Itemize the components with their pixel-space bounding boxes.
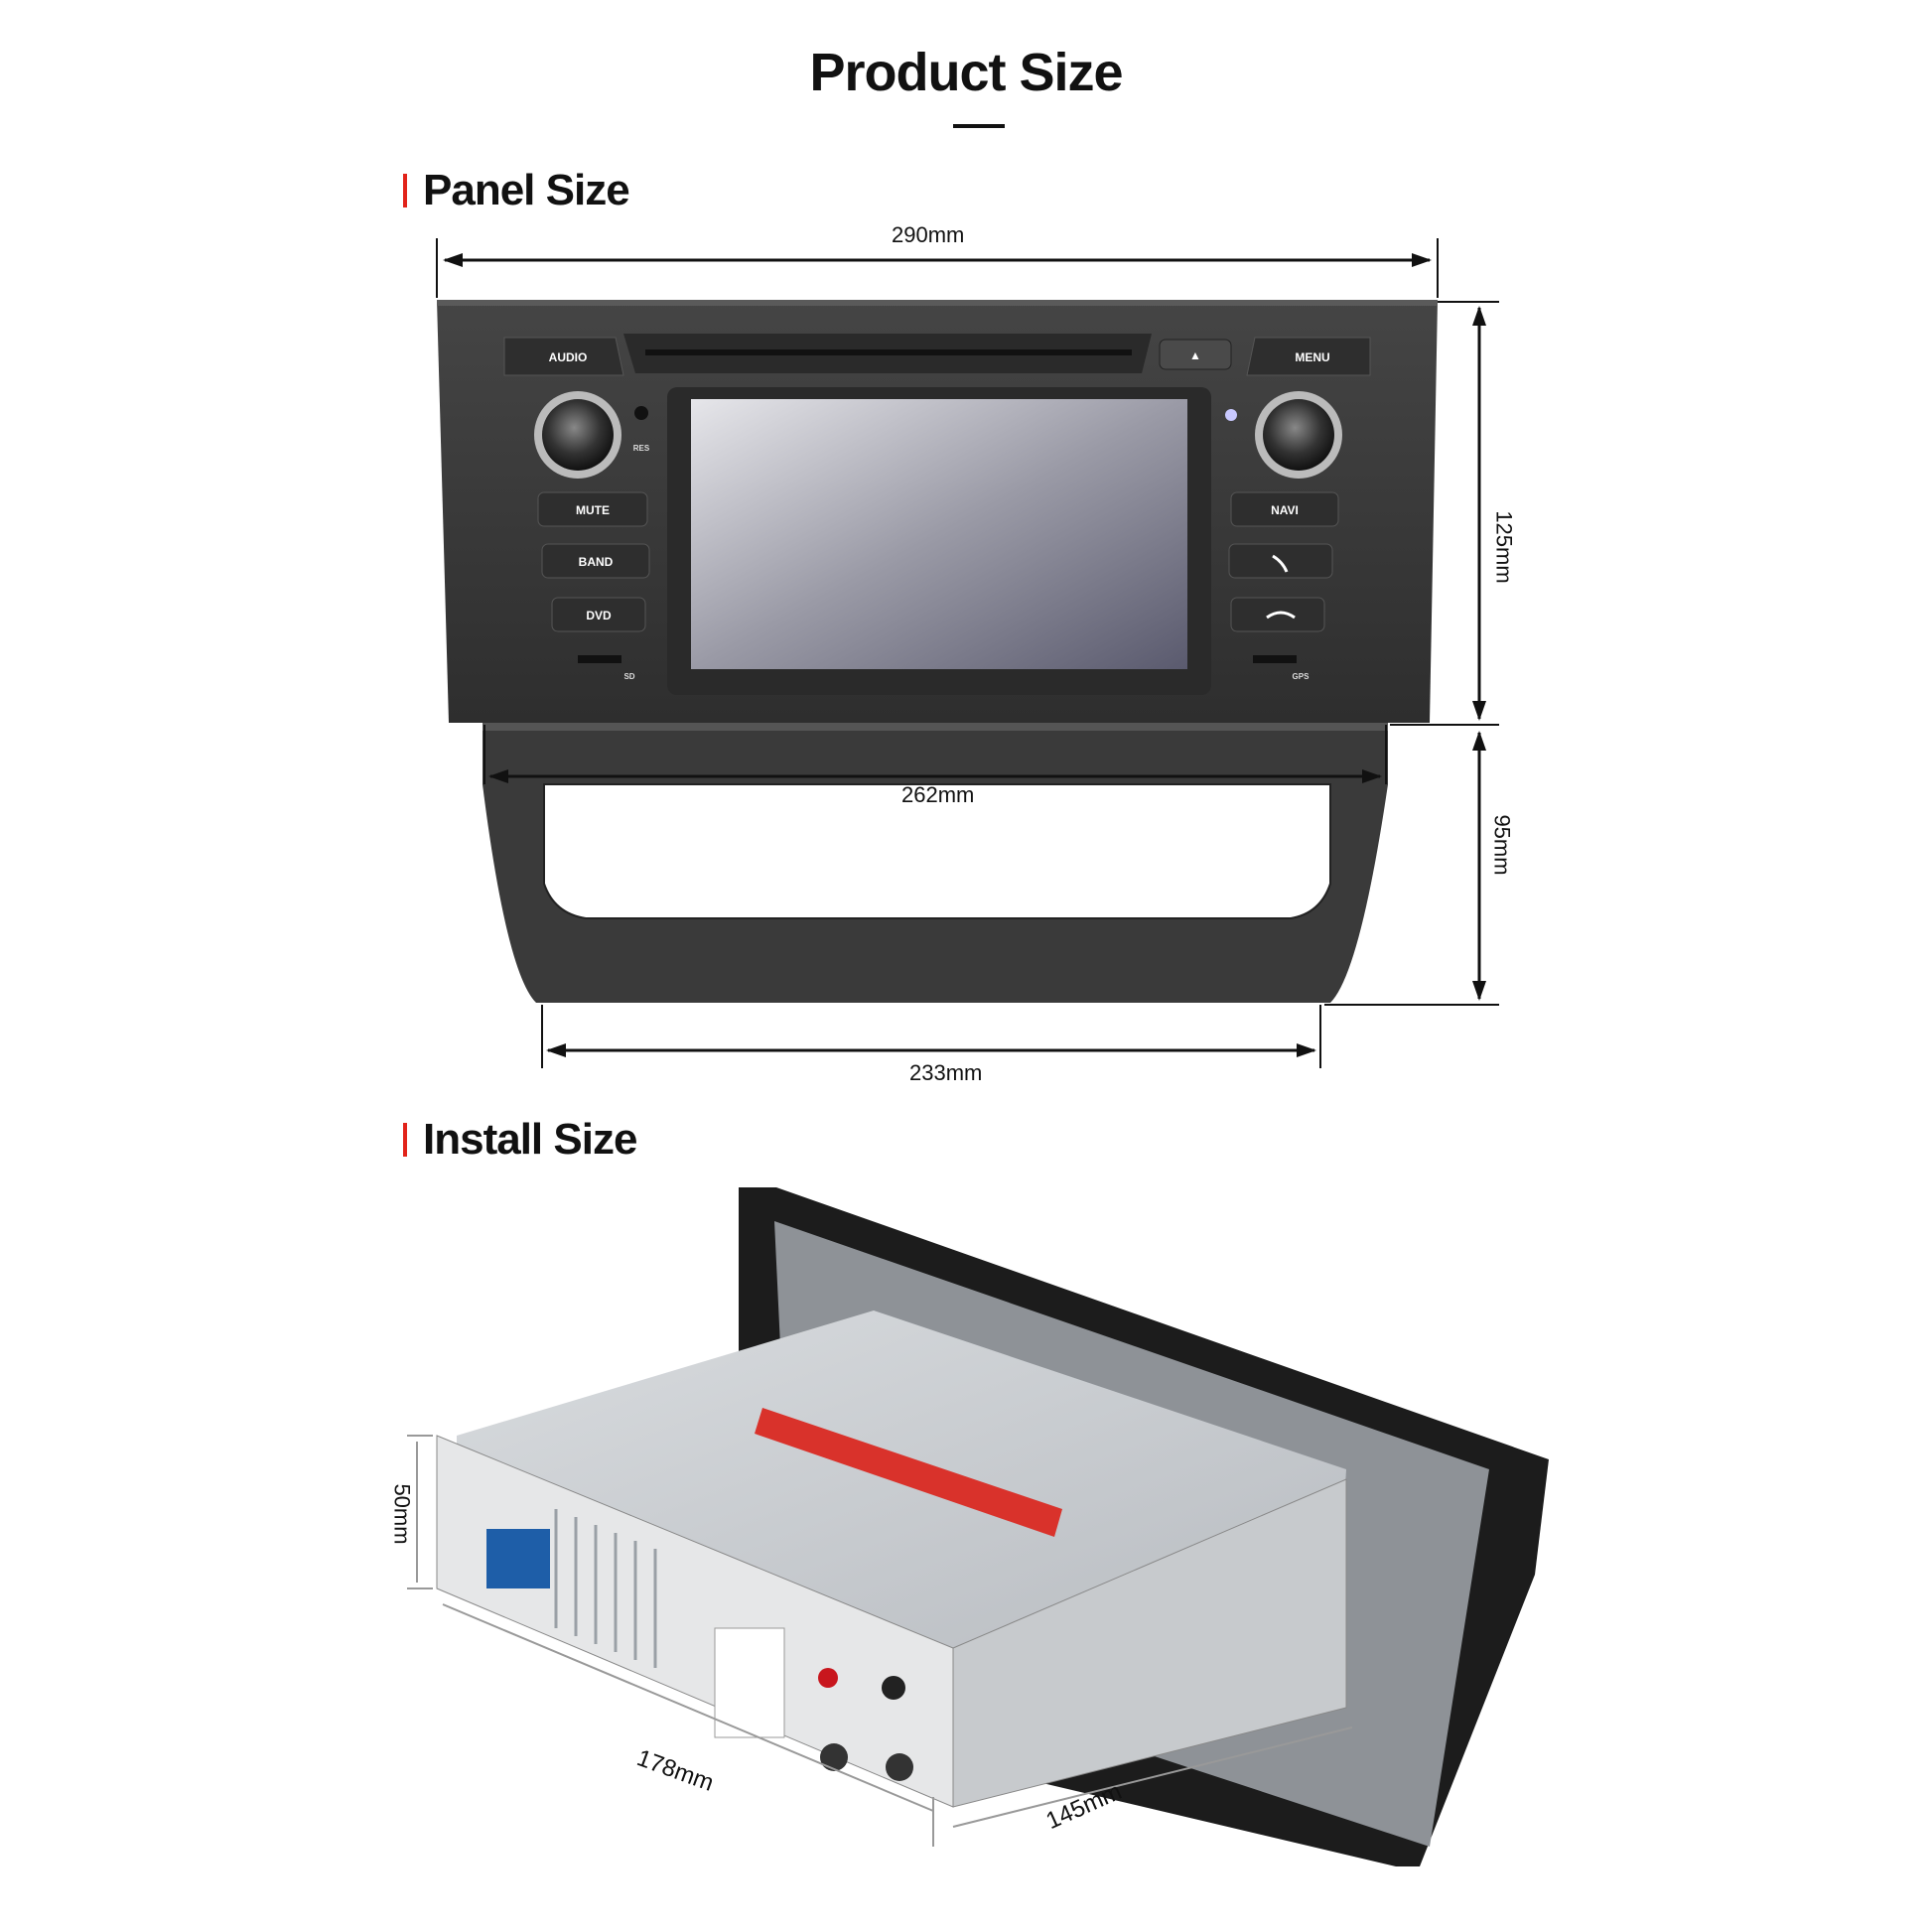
- gps-label: GPS: [1293, 672, 1311, 681]
- dimension-125mm: 125mm: [1491, 510, 1517, 584]
- section-marker: [403, 174, 407, 207]
- volume-knob: [542, 399, 614, 471]
- section-install-size: Install Size: [403, 1115, 637, 1164]
- dimension-262mm: 262mm: [901, 782, 975, 807]
- sd-label: SD: [623, 672, 634, 681]
- dvd-button-label: DVD: [586, 609, 612, 622]
- dimension-95mm: 95mm: [1489, 814, 1515, 876]
- unit-side: [952, 1478, 1347, 1808]
- blue-connector: [486, 1529, 550, 1588]
- menu-button-label: MENU: [1295, 350, 1329, 364]
- title-underline: [953, 124, 1005, 128]
- section-marker: [403, 1123, 407, 1157]
- section-panel-size: Panel Size: [403, 166, 630, 214]
- res-label: RES: [633, 444, 650, 453]
- section-title: Panel Size: [423, 166, 630, 214]
- dimension-290mm: 290mm: [892, 222, 965, 247]
- screen: [691, 399, 1187, 669]
- tune-knob: [1263, 399, 1334, 471]
- warning-label: [755, 1408, 1062, 1537]
- navi-button-label: NAVI: [1271, 503, 1299, 517]
- eject-button-label: ▲: [1189, 348, 1201, 362]
- gps-antenna: [818, 1668, 838, 1688]
- audio-button-label: AUDIO: [549, 350, 588, 364]
- bezel-cutout: [543, 783, 1331, 919]
- band-button-label: BAND: [579, 555, 614, 569]
- mute-button-label: MUTE: [576, 503, 610, 517]
- page-title: Product Size: [809, 43, 1123, 102]
- dimension-233mm: 233mm: [909, 1060, 983, 1085]
- section-title: Install Size: [423, 1115, 637, 1164]
- dimension-50mm: 50mm: [389, 1483, 415, 1545]
